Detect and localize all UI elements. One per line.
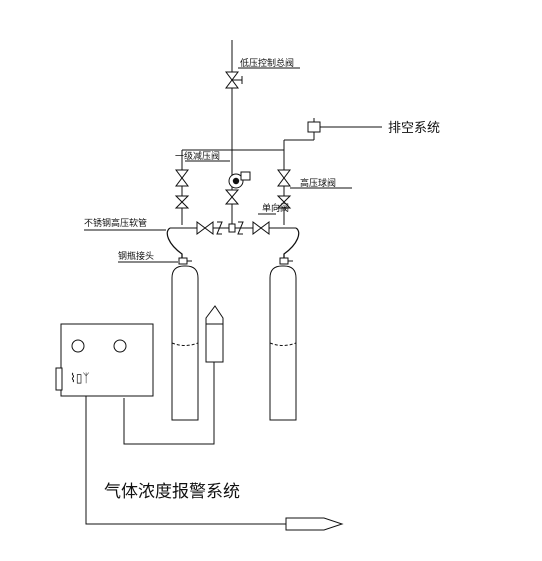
cylinder-connector-label: 钢瓶接头 (118, 250, 154, 262)
low-pressure-main-valve-icon (225, 71, 243, 89)
right-gas-cylinder-icon (269, 257, 297, 421)
gas-sensor-icon (205, 305, 224, 363)
alarm-system-label: 气体浓度报警系统 (104, 482, 240, 502)
check-valve-label: 单向阀 (262, 202, 289, 214)
stainless-hose-label: 不锈钢高压软管 (84, 217, 147, 229)
low-pressure-main-valve-label: 低压控制总阀 (240, 57, 294, 69)
svg-text:⌇▯ᛉ: ⌇▯ᛉ (70, 371, 90, 385)
zigzag-fittings (216, 221, 244, 235)
check-valve-icon (196, 221, 270, 235)
vent-system-label: 排空系统 (388, 121, 440, 136)
first-stage-regulator-label: 一级减压阀 (175, 150, 220, 162)
right-hose (283, 227, 300, 262)
left-hose (166, 227, 183, 263)
alarm-box-icon: ⌇▯ᛉ (55, 323, 154, 397)
alarm-output-probe-icon (285, 517, 344, 531)
high-pressure-ball-valve-label: 高压球阀 (300, 177, 336, 189)
left-gas-cylinder-icon (171, 257, 199, 421)
sensor-cable (123, 362, 215, 445)
right-branch-valve-icon (276, 169, 292, 209)
vent-valve-icon (307, 118, 326, 133)
left-branch-valve-icon (174, 169, 190, 209)
alarm-output-line (85, 396, 286, 525)
first-stage-regulator-icon (224, 150, 251, 228)
